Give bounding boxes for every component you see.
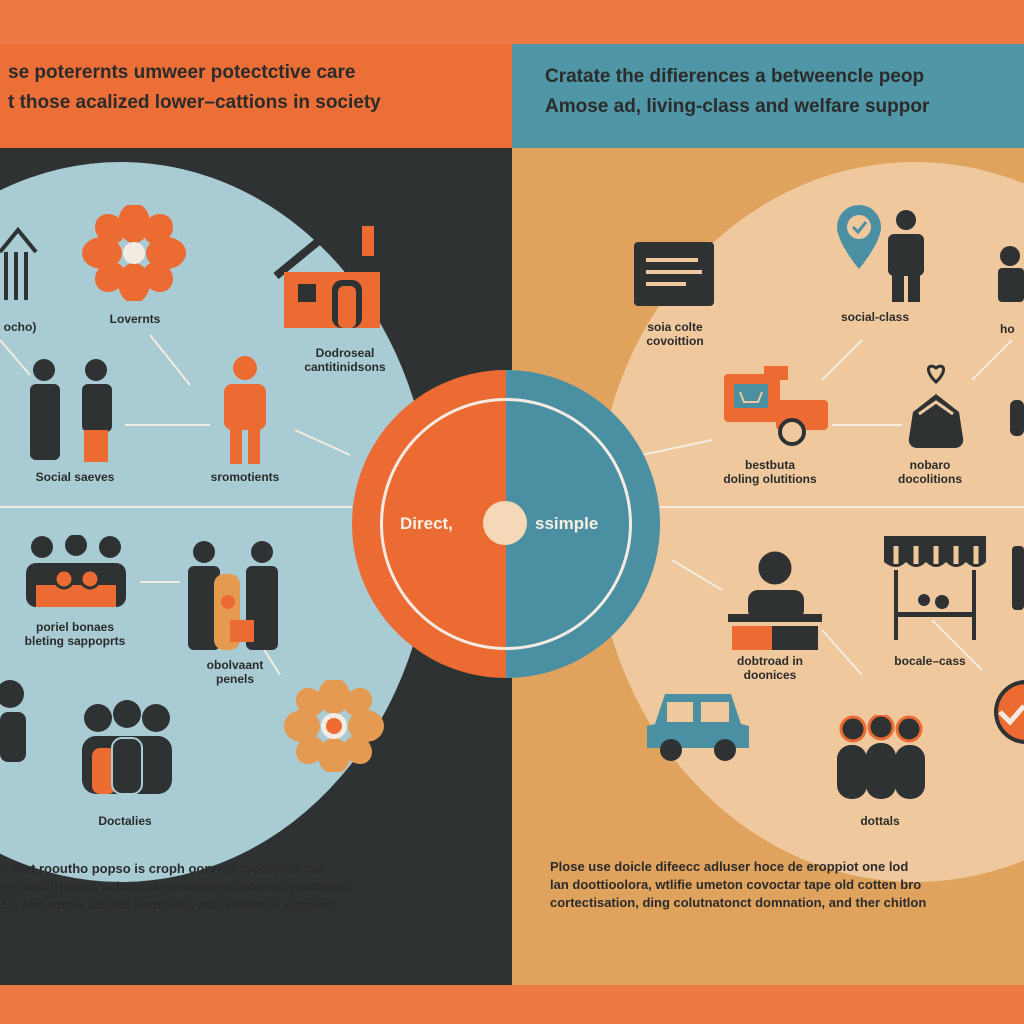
right-title-line-2: Amose ad, living-class and welfare suppo…	[545, 96, 930, 117]
cart-icon	[720, 360, 830, 448]
center-dot	[483, 501, 527, 545]
right-connectors	[641, 339, 1013, 676]
left-divider	[0, 506, 352, 508]
left-title: se poterernts umweer potectctive care t …	[0, 58, 512, 118]
edge-person-icon	[0, 676, 30, 762]
house-icon	[0, 222, 40, 306]
bottom-frame	[0, 985, 1024, 1024]
center-left-text: Direct,	[400, 514, 453, 533]
left-title-banner	[0, 44, 512, 148]
left-label-family: poriel bonaes bleting sappoprts	[24, 620, 126, 648]
left-footer-line-1: n that rooutho popso is croph oorvere cr…	[0, 861, 325, 876]
document-icon	[634, 242, 714, 306]
right-label-donation: nobaro docolitions	[898, 458, 962, 486]
right-label-bottom: dottals	[860, 814, 900, 828]
edge-bag-icon	[1012, 540, 1024, 610]
left-label-person: sromotients	[210, 470, 280, 484]
location-pin-icon	[835, 205, 883, 271]
left-title-line-1: se poterernts umweer potectctive care	[8, 62, 356, 83]
car-icon	[645, 690, 751, 762]
right-label-edge-top: ho	[1000, 322, 1015, 336]
left-label-top-left: ocho)	[3, 320, 37, 334]
right-footer-line-1: Plose use doicle difeecc adluser hoce de…	[550, 859, 909, 874]
right-footer: Plose use doicle difeecc adluser hoce de…	[550, 858, 1024, 912]
left-label-bottom: Doctalies	[98, 814, 152, 828]
worker-icon	[728, 548, 822, 652]
left-footer: n that rooutho popso is croph oorvere cr…	[0, 860, 512, 914]
left-footer-line-3: cs, and rorive idsited boorfons, and vil…	[0, 897, 336, 912]
flower-small-icon	[284, 680, 384, 772]
right-label-worker: dobtroad in doonices	[737, 654, 803, 682]
family-icon	[20, 535, 132, 615]
edge-tool-icon	[1010, 400, 1024, 436]
person-standing-icon	[884, 210, 928, 302]
edge-person-right-icon	[996, 246, 1024, 302]
right-divider	[660, 506, 1024, 508]
right-panel	[512, 44, 1024, 985]
heart-bag-icon	[905, 360, 967, 452]
person-icon	[220, 356, 270, 464]
right-label-person: social-class	[840, 310, 910, 324]
group-right-icon	[835, 715, 927, 799]
couple-child-icon	[184, 540, 282, 650]
people-icon	[24, 358, 120, 462]
right-footer-line-3: cortectisation, ding colutnatonct domnat…	[550, 895, 927, 910]
right-footer-line-2: lan doottioolora, wtlifie umeton covocta…	[550, 877, 922, 892]
flower-icon	[82, 205, 186, 301]
check-icon	[990, 680, 1024, 754]
right-title-banner	[512, 44, 1024, 148]
center-right-text: ssimple	[535, 514, 599, 533]
top-frame	[0, 0, 1024, 44]
right-title-line-1: Cratate the difierences a betweencle peo…	[545, 66, 925, 87]
house-building-icon	[270, 222, 394, 330]
left-label-flower: Lovernts	[109, 312, 161, 326]
center-ring	[380, 398, 632, 650]
right-label-document: soia colte covoittion	[646, 320, 704, 348]
left-title-line-2: t those acalized lower–cattions in socie…	[8, 92, 381, 113]
right-label-cart: bestbuta doling olutitions	[723, 458, 817, 486]
left-footer-line-2: se canfrtrotions achont there caverss th…	[0, 879, 349, 894]
left-label-social: Social saeves	[35, 470, 115, 484]
left-label-house: Dodroseal cantitinidsons	[304, 346, 386, 374]
right-title: Cratate the difierences a betweencle peo…	[545, 62, 1024, 122]
market-stall-icon	[880, 536, 990, 640]
left-label-couple: obolvaant penels	[206, 658, 264, 686]
group-icon	[80, 700, 174, 796]
right-label-stall: bocale–cass	[894, 654, 966, 668]
